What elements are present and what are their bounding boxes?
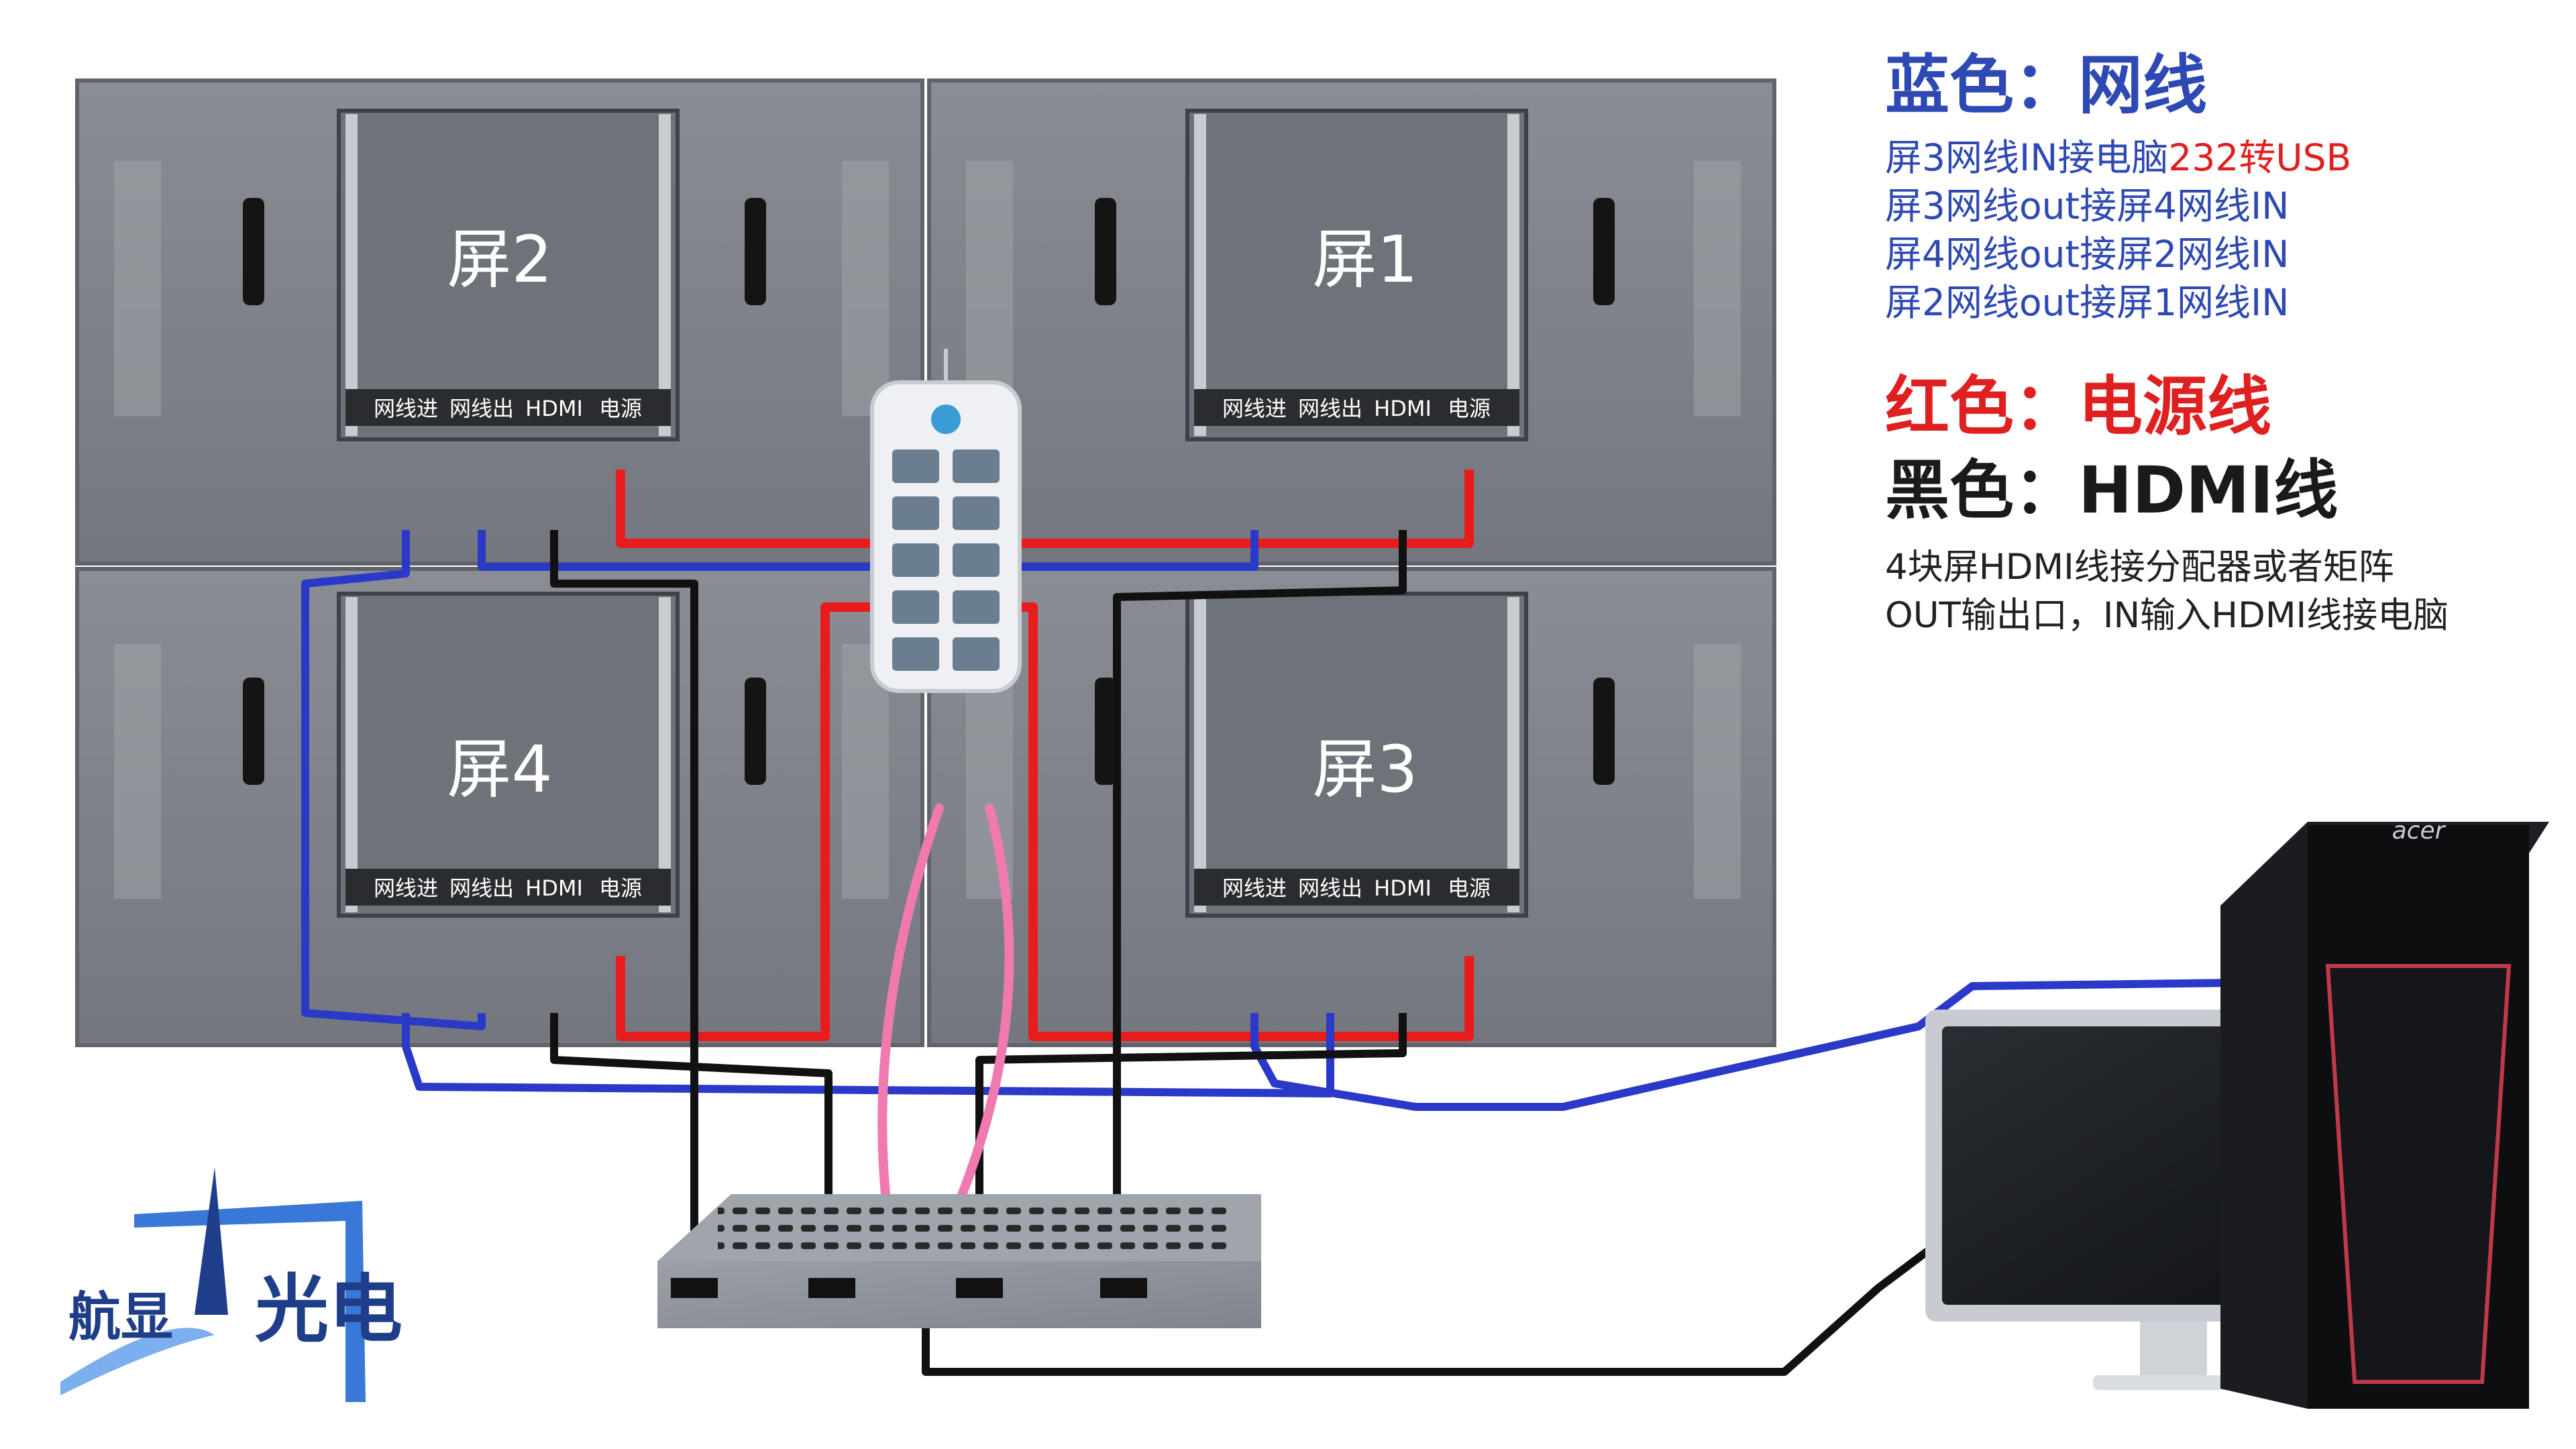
port-label-hdmi: HDMI bbox=[1374, 875, 1432, 901]
legend-blue-line: 屏3网线IN接电脑232转USB bbox=[1885, 133, 2556, 182]
legend-blue-line: 屏2网线out接屏1网线IN bbox=[1885, 281, 2290, 325]
legend-blue-lines: 屏3网线IN接电脑232转USB 屏3网线out接屏4网线IN 屏4网线out接… bbox=[1885, 133, 2556, 327]
screen-label: 屏2 bbox=[447, 222, 552, 297]
usb-cables bbox=[877, 804, 1014, 1252]
screen-box-4: 屏4 网线进 网线出 HDMI 电源 bbox=[337, 592, 680, 918]
logo-text-right: 光电 bbox=[255, 1267, 402, 1352]
panel-handle bbox=[1593, 198, 1615, 305]
company-logo: 航显 光电 bbox=[60, 1167, 402, 1402]
port-label-power: 电源 bbox=[599, 875, 642, 901]
port-label-net-in: 网线进 bbox=[374, 875, 438, 901]
legend-blue-title: 蓝色：网线 bbox=[1885, 48, 2207, 123]
screen-box-2: 屏2 网线进 网线出 HDMI 电源 bbox=[337, 109, 680, 441]
legend-blue-line-text: 屏3网线IN接电脑 bbox=[1885, 136, 2169, 180]
screen-box-1: 屏1 网线进 网线出 HDMI 电源 bbox=[1185, 109, 1528, 441]
port-label-net-out: 网线出 bbox=[449, 396, 514, 421]
hdmi-distributor-box bbox=[657, 1194, 1261, 1328]
port-label-power: 电源 bbox=[1448, 396, 1491, 421]
screen-label: 屏4 bbox=[447, 732, 552, 807]
panel-handle bbox=[745, 198, 766, 305]
port-label-net-out: 网线出 bbox=[449, 875, 514, 901]
panel-handle bbox=[243, 198, 264, 305]
screen-label: 屏1 bbox=[1312, 222, 1417, 297]
panel-handle bbox=[745, 678, 766, 785]
legend-blue-line-highlight: 232转USB bbox=[2168, 136, 2352, 180]
logo-text-left: 航显 bbox=[68, 1287, 173, 1348]
panel-handle bbox=[243, 678, 264, 785]
port-label-hdmi: HDMI bbox=[525, 396, 583, 421]
screen-box-3: 屏3 网线进 网线出 HDMI 电源 bbox=[1185, 592, 1528, 918]
panel-handle bbox=[1095, 198, 1116, 305]
port-label-net-in: 网线进 bbox=[374, 396, 438, 421]
port-label-hdmi: HDMI bbox=[1374, 396, 1432, 421]
port-label-power: 电源 bbox=[1448, 875, 1491, 901]
port-label-net-out: 网线出 bbox=[1298, 875, 1362, 901]
legend-blue-line: 屏4网线out接屏2网线IN bbox=[1885, 233, 2290, 276]
legend-black-line: OUT输出口，IN输入HDMI线接电脑 bbox=[1885, 594, 2449, 636]
panel-vent-grilles bbox=[114, 161, 1741, 899]
legend-black-title: 黑色：HDMI线 bbox=[1885, 453, 2339, 529]
network-cables bbox=[301, 530, 2235, 1111]
port-label-net-in: 网线进 bbox=[1222, 875, 1287, 901]
port-label-hdmi: HDMI bbox=[525, 875, 583, 901]
port-label-net-out: 网线出 bbox=[1298, 396, 1362, 421]
power-strip bbox=[870, 349, 1022, 693]
legend-red-title: 红色：电源线 bbox=[1885, 369, 2271, 445]
panel-handle bbox=[1095, 678, 1116, 785]
brand-label: acer bbox=[2392, 817, 2447, 845]
legend-black-line: 4块屏HDMI线接分配器或者矩阵 bbox=[1885, 546, 2394, 588]
legend-black-lines: 4块屏HDMI线接分配器或者矩阵 OUT输出口，IN输入HDMI线接电脑 bbox=[1885, 543, 2556, 640]
computer-tower: acer bbox=[2220, 817, 2549, 1409]
screen-label: 屏3 bbox=[1312, 732, 1417, 807]
power-cables bbox=[616, 470, 1474, 1041]
port-label-net-in: 网线进 bbox=[1222, 396, 1287, 421]
legend-blue-line: 屏3网线out接屏4网线IN bbox=[1885, 184, 2290, 228]
panel-handle bbox=[1593, 678, 1615, 785]
port-label-power: 电源 bbox=[599, 396, 642, 421]
wiring-legend: 蓝色：网线 屏3网线IN接电脑232转USB 屏3网线out接屏4网线IN 屏4… bbox=[1885, 47, 2556, 640]
